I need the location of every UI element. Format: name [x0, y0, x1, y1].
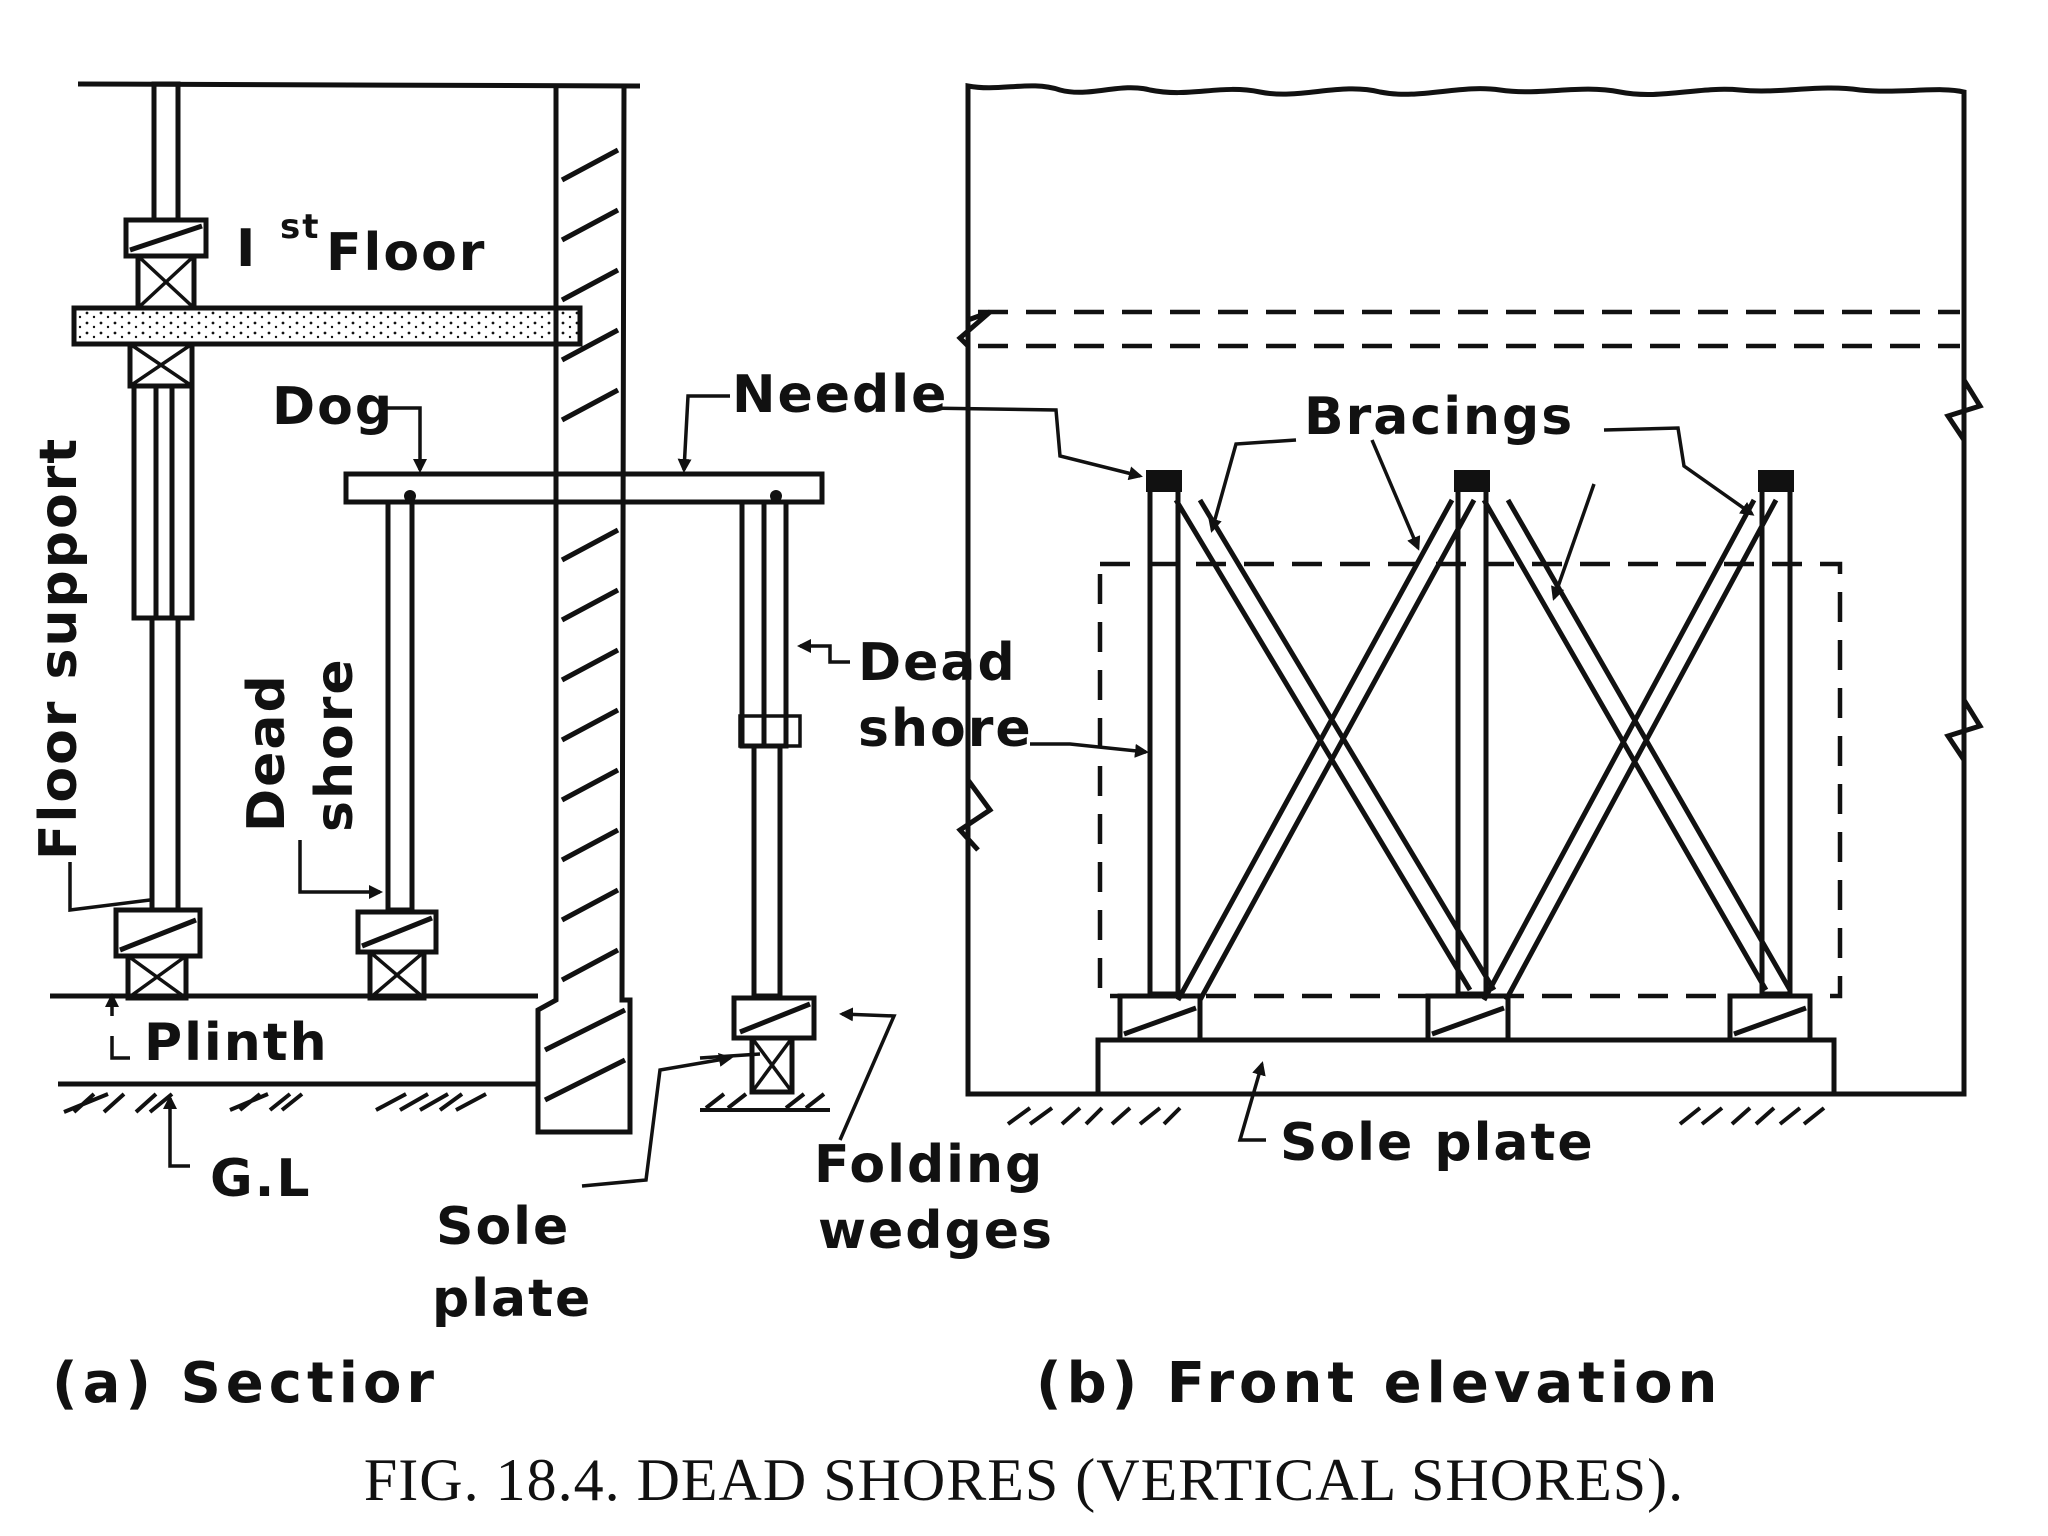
first-floor-superscript: st — [280, 207, 321, 247]
sole-plate-label-2: plate — [432, 1269, 592, 1329]
first-floor-slab — [71, 305, 583, 347]
dead-shore-right-label-2: shore — [858, 699, 1033, 759]
wall-outline — [965, 82, 1967, 1097]
left-dead-shore — [355, 499, 439, 1001]
floor-support-post — [113, 81, 209, 1001]
sole-plate — [1095, 1037, 1837, 1097]
dead-shore-left-label-2: shore — [305, 657, 365, 832]
first-floor-prefix: I — [236, 219, 257, 279]
floor-support-label: Floor support — [29, 437, 89, 860]
figure-caption: FIG. 18.4. DEAD SHORES (VERTICAL SHORES)… — [364, 1447, 1684, 1513]
dead-shore-right-label-1: Dead — [858, 633, 1017, 693]
sole-plate-label-b: Sole plate — [1280, 1113, 1595, 1173]
dog-pin — [404, 490, 416, 502]
hatched-wall — [535, 83, 633, 1135]
panel-b-front-elevation: Bracings Sole plate (b) Front elevation — [923, 82, 1984, 1416]
panel-b-subtitle: (b) Front elevation — [1036, 1351, 1722, 1416]
dog-label: Dog — [272, 377, 394, 437]
folding-wedges-label-1: Folding — [814, 1135, 1044, 1195]
ground-hatching — [63, 1092, 830, 1114]
panel-a-subtitle: (a) Sectior — [52, 1351, 439, 1416]
gl-label: G.L — [210, 1149, 312, 1209]
sole-plate-label-1: Sole — [436, 1197, 570, 1257]
folding-wedges-label-2: wedges — [818, 1201, 1054, 1261]
panel-a-section: I st Floor Floor support Dog Needle Dead… — [29, 81, 1054, 1416]
dead-shore-left-label-1: Dead — [237, 673, 297, 832]
first-floor-label: Floor — [326, 223, 486, 283]
dead-shore-posts — [1146, 470, 1794, 997]
needle-beam — [343, 471, 825, 505]
ground-hatching-b — [1006, 1106, 1826, 1126]
right-dead-shore — [731, 499, 817, 1095]
wall-opening-dashed — [1097, 561, 1843, 999]
bracings — [1173, 498, 1793, 1002]
bracings-label: Bracings — [1304, 387, 1574, 447]
needle-label: Needle — [732, 365, 948, 425]
folding-wedges — [1117, 993, 1813, 1043]
plinth-label: Plinth — [144, 1013, 329, 1073]
